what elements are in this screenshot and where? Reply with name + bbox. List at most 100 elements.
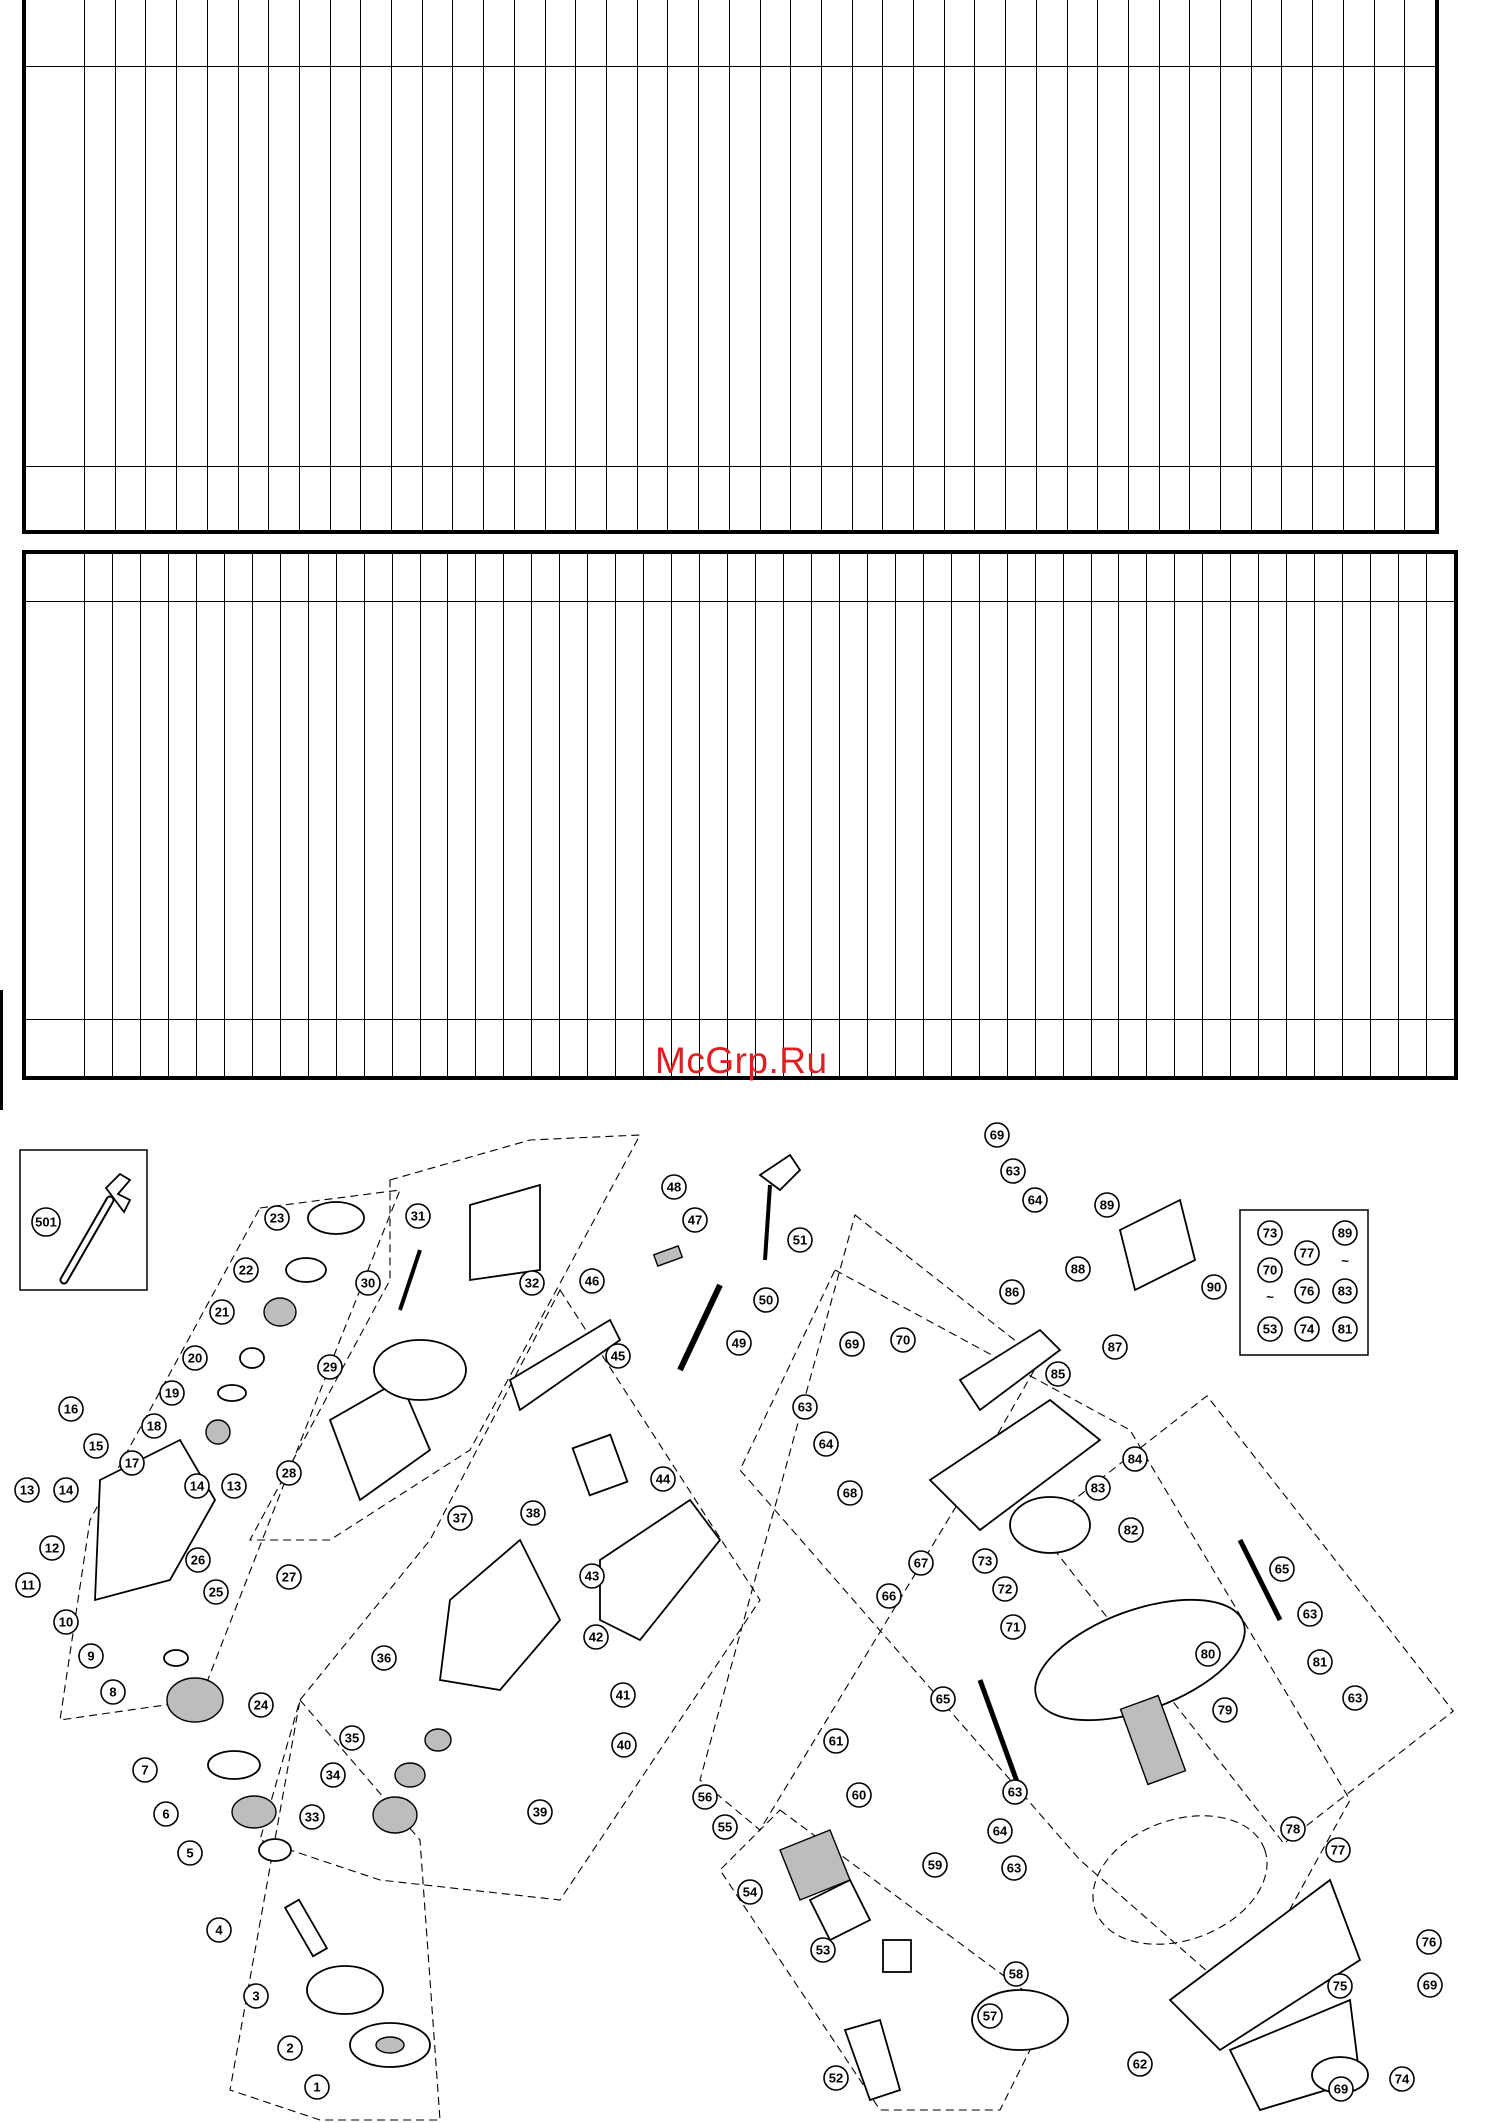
- callout-number: 73: [978, 1554, 992, 1569]
- callout-60: 60: [846, 1782, 872, 1808]
- callout-number: 76: [1422, 1935, 1436, 1950]
- table-column-divider: [1189, 0, 1191, 530]
- table-column-divider: [483, 0, 485, 530]
- table-column-divider: [1281, 0, 1283, 530]
- callout-circle: [682, 1207, 708, 1233]
- callout-83: 83: [1085, 1475, 1111, 1501]
- callout-circle: [876, 1583, 902, 1609]
- kit-item-number: 76: [1300, 1284, 1314, 1299]
- callout-circle: [787, 1227, 813, 1253]
- bearing-6-part: [231, 1795, 277, 1829]
- table-column-divider: [1090, 554, 1092, 1076]
- table-column-divider: [1118, 554, 1120, 1076]
- callout-number: 14: [190, 1479, 205, 1494]
- callout-77: 77: [1325, 1837, 1351, 1863]
- cord-part: [763, 1184, 772, 1261]
- table-column-divider: [139, 554, 141, 1076]
- callout-circle: [159, 1380, 185, 1406]
- table-column-divider: [727, 554, 729, 1076]
- callout-88: 88: [1065, 1256, 1091, 1282]
- callout-45: 45: [605, 1343, 631, 1369]
- guard-part: [928, 1398, 1102, 1532]
- callout-number: 85: [1051, 1367, 1065, 1382]
- callout-number: 31: [411, 1209, 425, 1224]
- callout-circle: [692, 1784, 718, 1810]
- callout-circle: [1328, 2076, 1354, 2102]
- callout-circle: [1022, 1187, 1048, 1213]
- callout-number: 51: [793, 1233, 807, 1248]
- shaft-65b-part: [977, 1679, 1023, 1791]
- table-column-divider: [699, 554, 701, 1076]
- table-column-divider: [1370, 554, 1372, 1076]
- kit-item-circle: [1257, 1220, 1283, 1246]
- table-column-divider: [810, 554, 812, 1076]
- callout-circle: [447, 1505, 473, 1531]
- callout-circle: [810, 1937, 836, 1963]
- callout-number: 24: [254, 1698, 269, 1713]
- callout-number: 66: [882, 1589, 896, 1604]
- callout-circle: [185, 1547, 211, 1573]
- callout-28: 28: [276, 1460, 302, 1486]
- parts-table-bottom: [22, 550, 1458, 1080]
- kit-item-circle: [1332, 1316, 1358, 1342]
- callout-number: 501: [35, 1215, 57, 1230]
- bearing-35-part: [424, 1728, 452, 1752]
- callout-13a: 13: [14, 1477, 40, 1503]
- callout-circle: [1417, 1972, 1443, 1998]
- callout-number: 80: [1201, 1647, 1215, 1662]
- callout-circle: [206, 1917, 232, 1943]
- callout-circle: [890, 1327, 916, 1353]
- table-column-divider: [790, 0, 792, 530]
- spindle-part: [283, 1898, 329, 1958]
- callout-number: 47: [688, 1213, 702, 1228]
- callout-circle: [141, 1413, 167, 1439]
- callout-circle: [519, 1270, 545, 1296]
- table-column-divider: [145, 0, 147, 530]
- callout-55: 55: [712, 1814, 738, 1840]
- callout-circle: [355, 1270, 381, 1296]
- callout-circle: [579, 1268, 605, 1294]
- callout-circle: [264, 1205, 290, 1231]
- margin-mark: [0, 990, 3, 1110]
- callout-circle: [1094, 1192, 1120, 1218]
- table-column-divider: [782, 554, 784, 1076]
- callout-82: 82: [1118, 1517, 1144, 1543]
- nozzle-89-part: [1118, 1198, 1197, 1292]
- table-column-divider: [1220, 0, 1222, 530]
- callout-number: 56: [698, 1790, 712, 1805]
- callout-number: 28: [282, 1466, 296, 1481]
- callout-10: 10: [53, 1609, 79, 1635]
- table-column-divider: [1230, 554, 1232, 1076]
- table-column-divider: [84, 554, 85, 1076]
- table-column-divider: [513, 0, 515, 530]
- kit-item: ~: [1341, 1254, 1349, 1269]
- kit-item-number: 77: [1300, 1246, 1314, 1261]
- table-column-divider: [636, 0, 638, 530]
- callout-number: 57: [983, 2009, 997, 2024]
- callout-87: 87: [1102, 1334, 1128, 1360]
- table-column-divider: [475, 554, 477, 1076]
- callout-number: 6: [162, 1807, 169, 1822]
- callout-circle: [317, 1354, 343, 1380]
- table-column-divider: [1005, 0, 1007, 530]
- callout-56: 56: [692, 1784, 718, 1810]
- callout-number: 59: [928, 1858, 942, 1873]
- callout-circle: [992, 1576, 1018, 1602]
- callout-51: 51: [787, 1227, 813, 1253]
- callout-number: 64: [1028, 1193, 1043, 1208]
- callout-34: 34: [320, 1762, 346, 1788]
- callout-68: 68: [837, 1480, 863, 1506]
- callout-90: 90: [1201, 1274, 1227, 1300]
- stator-part: [469, 1183, 541, 1282]
- callout-circle: [527, 1799, 553, 1825]
- callout-64a: 64: [1022, 1187, 1048, 1213]
- callout-circle: [823, 2065, 849, 2091]
- table-column-divider: [167, 554, 169, 1076]
- callout-number: 63: [1303, 1607, 1317, 1622]
- kit-item: 73: [1257, 1220, 1283, 1246]
- kit-item: 76: [1294, 1278, 1320, 1304]
- callout-63a: 63: [1000, 1158, 1026, 1184]
- gear-group-outline: [59, 1189, 401, 1721]
- callout-22: 22: [233, 1257, 259, 1283]
- guard-ring-part: [1009, 1496, 1091, 1554]
